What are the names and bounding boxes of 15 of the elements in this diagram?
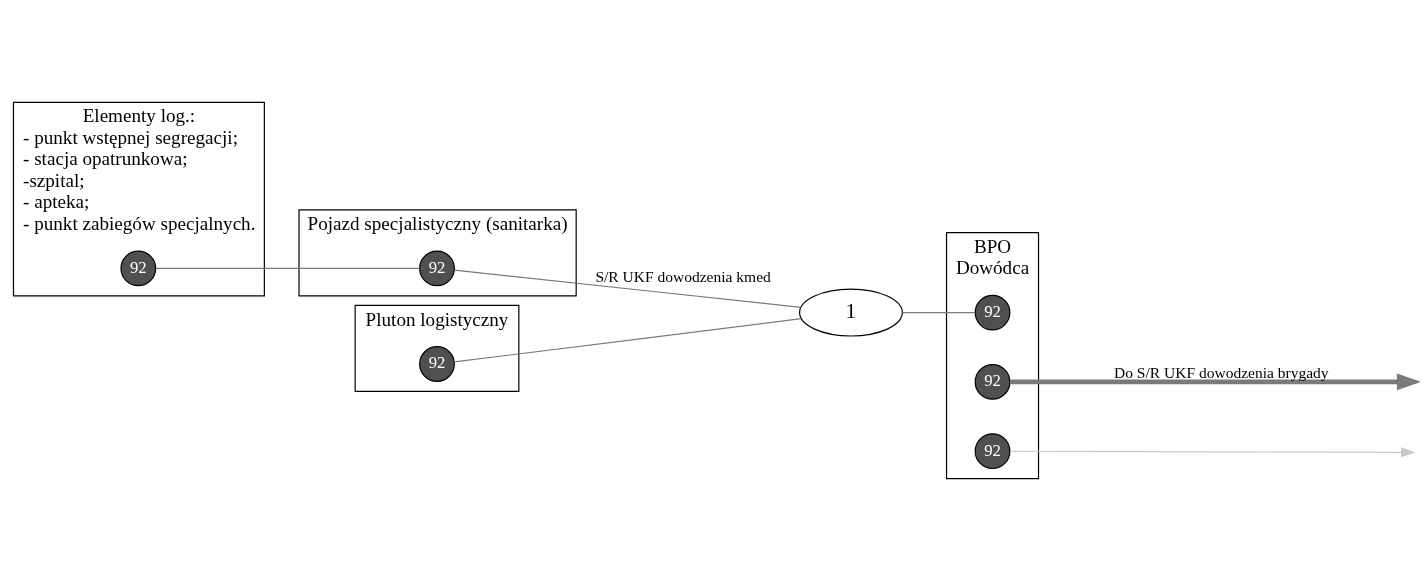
connector — [901, 312, 976, 314]
node-circle: 92 — [974, 294, 1011, 331]
node-circle: 92 — [419, 250, 455, 287]
connector — [453, 318, 802, 363]
arrow — [1010, 373, 1420, 391]
node-circle: 92 — [120, 250, 157, 287]
edge-label: Do S/R UKF dowodzenia brygady — [1114, 363, 1329, 381]
node-ellipse: 1 — [799, 288, 903, 337]
node-circle: 92 — [974, 363, 1011, 400]
node-circle: 92 — [419, 346, 455, 382]
arrow — [1009, 447, 1416, 458]
edge-label: S/R UKF dowodzenia kmed — [595, 268, 771, 286]
node-circle: 92 — [974, 433, 1011, 470]
connector — [155, 267, 421, 269]
connector — [453, 269, 802, 308]
